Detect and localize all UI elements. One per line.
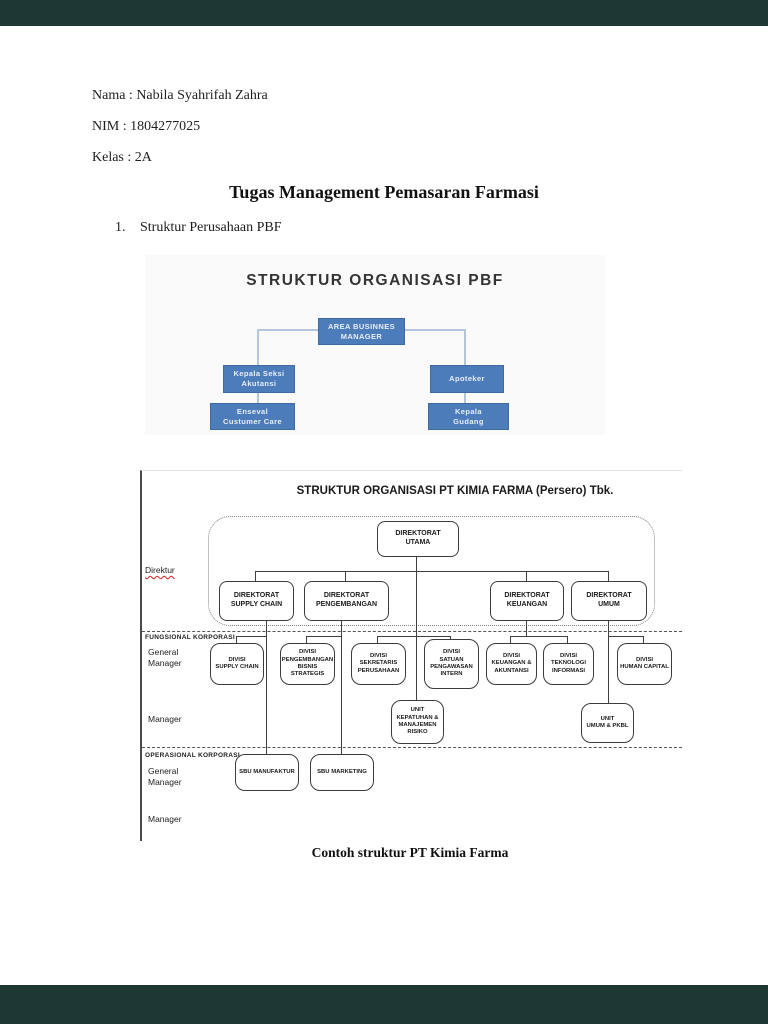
- connector-line: [416, 636, 450, 637]
- org-node-sbu-manufaktur: SBU MANUFAKTUR: [235, 754, 299, 791]
- connector-line: [345, 571, 346, 581]
- list-item-1: 1. Struktur Perusahaan PBF: [115, 220, 282, 236]
- connector-line: [608, 571, 609, 581]
- student-class-line: Kelas : 2A: [92, 150, 152, 165]
- org-node-direktorat-pengembangan: DIREKTORAT PENGEMBANGAN: [304, 581, 389, 621]
- section-divider: [142, 747, 682, 748]
- connector-line: [257, 329, 318, 331]
- connector-line: [464, 391, 466, 403]
- org-node-unit-kepatuhan: UNIT KEPATUHAN & MANAJEMEN RISIKO: [391, 700, 444, 744]
- connector-line: [464, 329, 466, 365]
- connector-line: [377, 636, 378, 643]
- org-node-divisi-keuangan: DIVISI KEUANGAN & AKUNTANSI: [486, 643, 537, 685]
- connector-line: [236, 636, 266, 637]
- org-node-divisi-pengembangan: DIVISI PENGEMBANGAN BISNIS STRATEGIS: [280, 643, 335, 685]
- connector-line: [255, 571, 608, 572]
- figure-caption: Contoh struktur PT Kimia Farma: [311, 845, 509, 860]
- connector-line: [306, 636, 307, 643]
- org-node-direktorat-keuangan: DIREKTORAT KEUANGAN: [490, 581, 564, 621]
- connector-line: [643, 636, 644, 643]
- connector-line: [255, 571, 256, 581]
- row-label-general-manager-2: General Manager: [148, 766, 182, 788]
- org-node-divisi-satuan: DIVISI SATUAN PENGAWASAN INTERN: [424, 639, 479, 689]
- connector-line: [526, 619, 527, 636]
- section-divider: [142, 631, 682, 632]
- connector-line: [403, 329, 466, 331]
- connector-line: [306, 636, 341, 637]
- row-label-manager-1: Manager: [148, 714, 182, 724]
- org-node-direktorat-umum: DIREKTORAT UMUM: [571, 581, 647, 621]
- connector-line: [377, 636, 417, 637]
- connector-line: [608, 619, 609, 703]
- connector-line: [526, 571, 527, 581]
- student-name-line: Nama : Nabila Syahrifah Zahra: [92, 88, 268, 103]
- section-label-fungsional: FUNGSIONAL KORPORASI: [145, 634, 236, 641]
- document-title: Tugas Management Pemasaran Farmasi: [229, 182, 539, 202]
- org-node-direktorat-supply-chain: DIREKTORAT SUPPLY CHAIN: [219, 581, 294, 621]
- connector-line: [257, 391, 259, 403]
- viewer-top-bar: [0, 0, 768, 26]
- direktur-group-frame: [208, 516, 655, 626]
- org-node-kepala-seksi-akutansi: Kepala Seksi Akutansi: [223, 365, 295, 393]
- list-item-text: Struktur Perusahaan PBF: [140, 220, 282, 235]
- figure1-title: STRUKTUR ORGANISASI PBF: [246, 272, 504, 289]
- org-node-divisi-sekretaris: DIVISI SEKRETARIS PERUSAHAAN: [351, 643, 406, 685]
- row-label-manager-2: Manager: [148, 814, 182, 824]
- list-item-number: 1.: [115, 220, 126, 235]
- org-node-enseval-custumer-care: Enseval Custumer Care: [210, 403, 295, 430]
- org-node-apoteker: Apoteker: [430, 365, 504, 393]
- row-label-direktur: Direktur: [145, 565, 175, 575]
- row-label-general-manager-1: General Manager: [148, 647, 182, 669]
- connector-line: [257, 329, 259, 365]
- connector-line: [510, 636, 567, 637]
- connector-line: [510, 636, 511, 643]
- student-nim-line: NIM : 1804277025: [92, 119, 201, 134]
- connector-line: [341, 619, 342, 754]
- org-node-divisi-supply-chain: DIVISI SUPPLY CHAIN: [210, 643, 264, 685]
- org-node-unit-umum-pkbl: UNIT UMUM & PKBL: [581, 703, 634, 743]
- section-label-operasional: OPERASIONAL KORPORASI: [145, 752, 241, 759]
- viewer-bottom-bar: [0, 985, 768, 1024]
- org-node-divisi-teknologi: DIVISI TEKNOLOGI INFORMASI: [543, 643, 594, 685]
- connector-line: [416, 555, 417, 700]
- connector-line: [608, 636, 643, 637]
- org-node-direktorat-utama: DIREKTORAT UTAMA: [377, 521, 459, 557]
- connector-line: [266, 619, 267, 754]
- org-node-kepala-gudang: Kepala Gudang: [428, 403, 509, 430]
- connector-line: [236, 636, 237, 643]
- figure-kimia-farma-org-chart: STRUKTUR ORGANISASI PT KIMIA FARMA (Pers…: [140, 470, 682, 841]
- org-node-area-business-manager: AREA BUSINNES MANAGER: [318, 318, 405, 345]
- org-node-sbu-marketing: SBU MARKETING: [310, 754, 374, 791]
- figure-pbf-org-chart: STRUKTUR ORGANISASI PBF AREA BUSINNES MA…: [145, 255, 605, 435]
- figure2-title: STRUKTUR ORGANISASI PT KIMIA FARMA (Pers…: [296, 485, 614, 497]
- org-node-divisi-human-capital: DIVISI HUMAN CAPITAL: [617, 643, 672, 685]
- connector-line: [450, 636, 451, 640]
- connector-line: [567, 636, 568, 643]
